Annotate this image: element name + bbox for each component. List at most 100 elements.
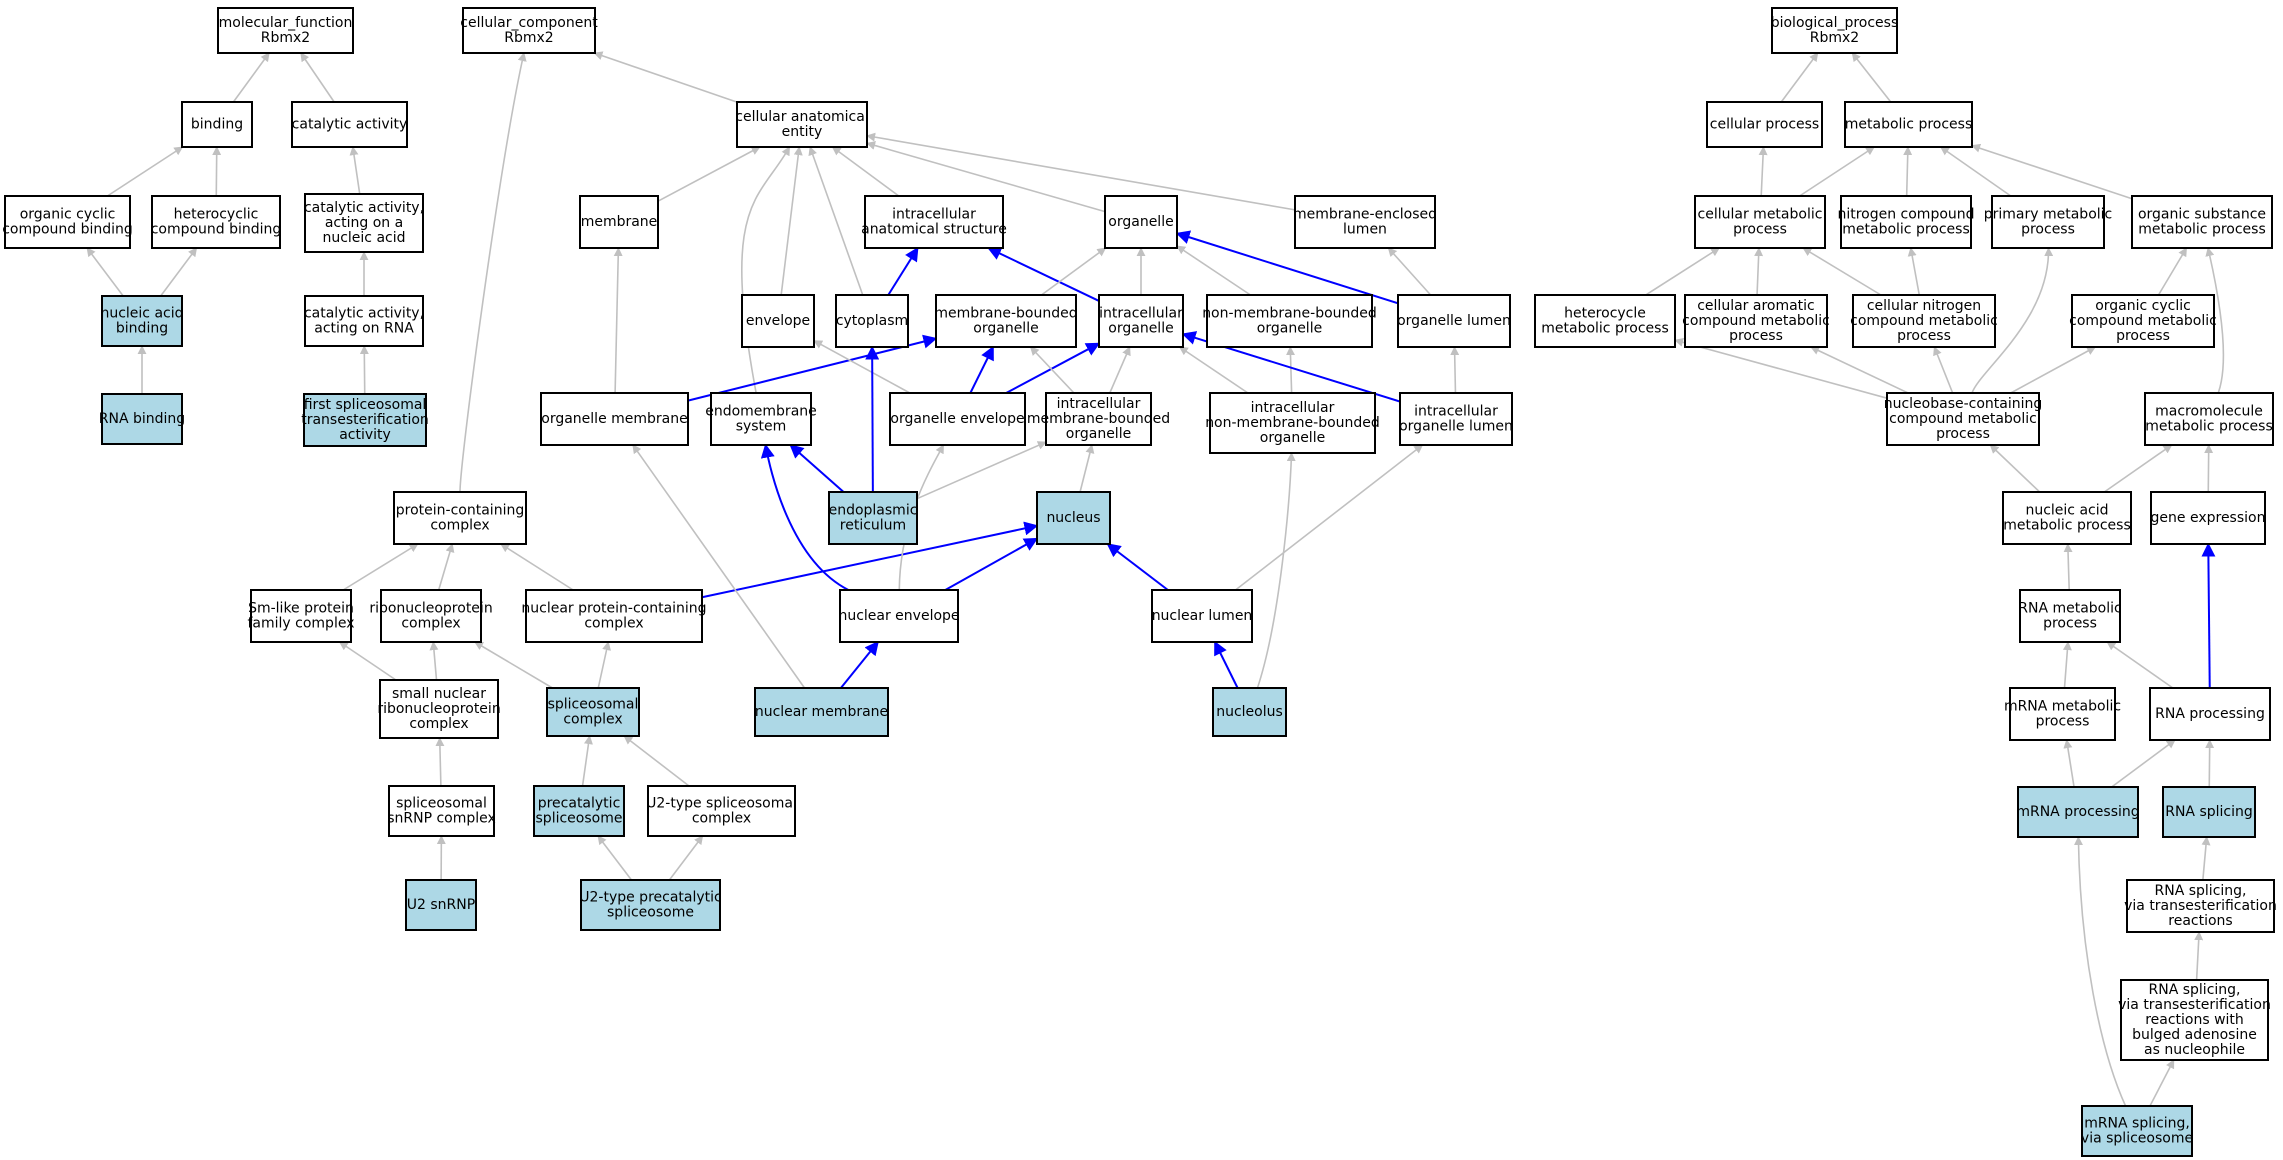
node-ol[interactable]: organelle lumen	[1397, 294, 1511, 348]
node-label-line: complex	[409, 716, 468, 732]
edge-nbcmp-to-cncmp	[1933, 346, 1954, 394]
node-label-line: intracellular	[1251, 400, 1335, 416]
node-nucleolus[interactable]: nucleolus	[1212, 687, 1287, 737]
edge-envelope-to-cae	[780, 146, 803, 296]
node-label-line: membrane-bounded	[934, 306, 1077, 322]
edge-osmp-to-metabolic_process	[1971, 143, 2133, 200]
node-nlumen[interactable]: nuclear lumen	[1151, 589, 1253, 643]
edge-mbo-to-organelle	[1040, 247, 1107, 296]
node-cytoplasm[interactable]: cytoplasm	[835, 294, 909, 348]
node-box	[303, 393, 427, 447]
node-oe[interactable]: organelle envelope	[889, 392, 1026, 446]
node-label-line: process	[2116, 328, 2170, 344]
node-box	[101, 393, 183, 445]
edge-mel-to-cae	[866, 132, 1296, 211]
node-catalytic-activity[interactable]: catalytic activity	[291, 101, 408, 148]
node-rsplice[interactable]: RNA splicing	[2162, 786, 2256, 838]
node-label-line: process	[2021, 222, 2075, 238]
node-metabolic-process[interactable]: metabolic process	[1844, 101, 1973, 148]
node-label-line: system	[736, 419, 787, 435]
node-box	[754, 687, 889, 737]
node-box	[2019, 589, 2121, 643]
node-nenv[interactable]: nuclear envelope	[838, 589, 960, 643]
node-inmbo[interactable]: intracellularnon-membrane-boundedorganel…	[1205, 392, 1380, 454]
node-rproc[interactable]: RNA processing	[2149, 687, 2271, 741]
node-box	[2131, 195, 2273, 249]
node-envelope[interactable]: envelope	[741, 294, 815, 348]
node-rs-trans[interactable]: RNA splicing,via transesterificationreac…	[2124, 879, 2277, 933]
node-membrane[interactable]: membrane	[579, 195, 659, 249]
node-label-line: organelle	[1260, 430, 1325, 446]
node-om[interactable]: organelle membrane	[540, 392, 689, 446]
node-rs-bulged[interactable]: RNA splicing,via transesterificationreac…	[2118, 979, 2271, 1061]
node-nmem[interactable]: nuclear membrane	[754, 687, 889, 737]
node-cat-rna[interactable]: catalytic activity,acting on RNA	[304, 295, 424, 347]
node-label-line: acting on a	[325, 215, 403, 231]
node-label-line: RNA metabolic	[2018, 601, 2121, 617]
node-u2snrnp[interactable]: U2 snRNP	[405, 879, 477, 931]
node-box	[546, 687, 640, 737]
node-binding[interactable]: binding	[181, 101, 253, 148]
edge-nucleolus-to-inmbo	[1256, 452, 1296, 689]
node-gexp[interactable]: gene expression	[2150, 491, 2266, 545]
node-nucleus[interactable]: nucleus	[1036, 491, 1111, 545]
node-label-line: spliceosome	[607, 905, 694, 921]
node-box	[2149, 687, 2271, 741]
node-mrs-spliceo[interactable]: mRNA splicing,via spliceosome	[2081, 1105, 2193, 1157]
node-first-splice[interactable]: first spliceosomaltransesterificationact…	[301, 393, 429, 447]
node-label-line: metabolic process	[1842, 222, 1970, 238]
edge-imbo-to-io	[1109, 346, 1131, 394]
node-mrproc[interactable]: mRNA processing	[2016, 786, 2140, 838]
edge-oe-to-envelope	[813, 339, 911, 394]
node-rna-binding[interactable]: RNA binding	[99, 393, 185, 445]
edge-cmp-to-metabolic_process	[1799, 146, 1875, 197]
edge-hmp-to-cmp	[1645, 247, 1721, 296]
edge-iol-to-ol	[1450, 346, 1460, 394]
node-label-line: nuclear envelope	[838, 608, 959, 624]
node-cellular-process[interactable]: cellular process	[1706, 101, 1823, 148]
node-label-line: organic cyclic	[2095, 298, 2191, 314]
node-organelle[interactable]: organelle	[1104, 195, 1178, 249]
